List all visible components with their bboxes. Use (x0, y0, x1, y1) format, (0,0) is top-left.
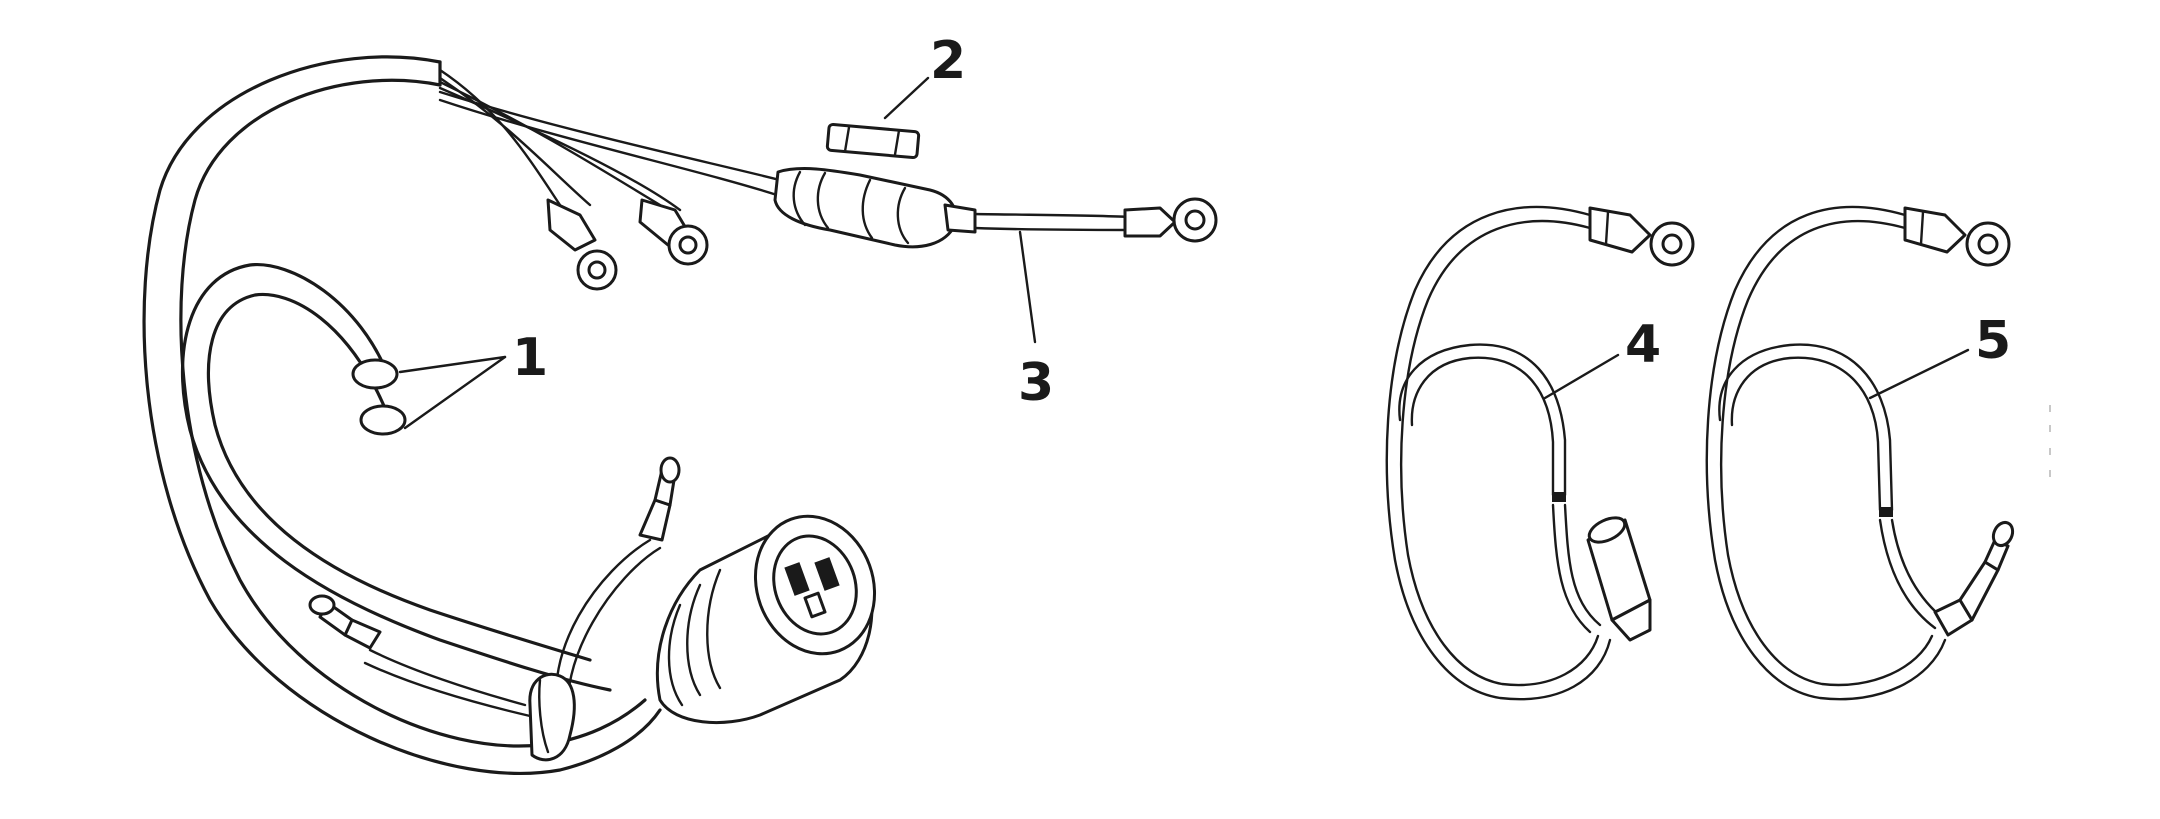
bullet-terminal-lower (308, 594, 382, 650)
bullet-connector (1933, 520, 2015, 637)
female-connector (1586, 516, 1652, 642)
harness-clamp (528, 672, 576, 762)
callout-5: 5 (1868, 311, 2011, 400)
callout-4: 4 (1543, 315, 1661, 400)
wiring-harness-part-1 (142, 55, 1218, 775)
callout-label-4: 4 (1625, 315, 1661, 375)
callout-label-1: 1 (512, 328, 548, 388)
connector-plug (655, 514, 877, 725)
callout-2: 2 (883, 31, 966, 120)
callout-label-2: 2 (930, 31, 966, 91)
bullet-terminal-upper (638, 456, 681, 542)
callout-3: 3 (1018, 230, 1054, 413)
fuse-part-2 (825, 122, 921, 160)
lead-wire-part-4 (1385, 205, 1695, 701)
lead-wire-part-5 (1705, 205, 2015, 701)
ring-terminal-fuse (1123, 197, 1218, 243)
callout-1: 1 (398, 328, 548, 430)
callout-label-3: 3 (1018, 353, 1054, 413)
callout-label-5: 5 (1975, 311, 2011, 371)
ring-terminal-middle (638, 198, 709, 266)
fuse-holder (773, 167, 977, 249)
ring-terminal-left (546, 198, 618, 291)
